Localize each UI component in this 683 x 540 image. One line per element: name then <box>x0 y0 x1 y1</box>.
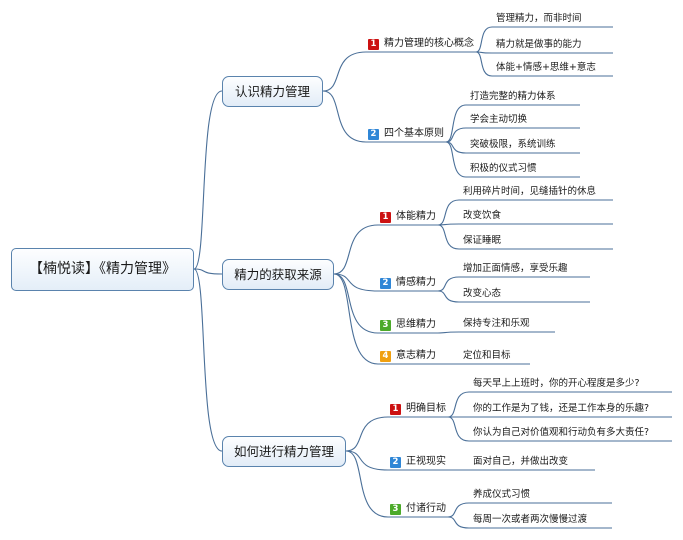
subtopic-label: 意志精力 <box>396 350 436 361</box>
branch-to-subtopic-connector <box>322 90 367 143</box>
root-to-branch-connector <box>193 268 223 275</box>
root-topic: 【楠悦读】《精力管理》 <box>11 248 194 291</box>
priority-number-icon: 1 <box>380 211 391 223</box>
priority-number-icon: 2 <box>380 277 391 289</box>
subtopic: 1 明确目标 <box>390 402 446 416</box>
leaf-topic: 养成仪式习惯 <box>473 489 531 500</box>
subtopic-to-leaf-connector <box>445 127 467 143</box>
subtopic-to-leaf-connector <box>475 26 493 53</box>
leaf-topic: 你认为自己对价值观和行动负有多大责任? <box>473 427 650 438</box>
subtopic-to-leaf-connector <box>437 199 460 226</box>
subtopic-to-leaf-connector <box>475 51 493 77</box>
subtopic-label: 精力管理的核心概念 <box>384 38 474 49</box>
subtopic-to-leaf-connector <box>447 516 470 529</box>
subtopic-to-leaf-connector <box>447 391 470 418</box>
subtopic-label: 情感精力 <box>396 277 436 288</box>
branch-topic-label: 如何进行精力管理 <box>233 444 334 459</box>
leaf-topic: 面对自己，并做出改变 <box>473 456 569 467</box>
leaf-topic: 保证睡眠 <box>463 235 502 246</box>
subtopic: 3 思维精力 <box>380 318 436 332</box>
branch-to-subtopic-connector <box>345 416 389 452</box>
subtopic-label: 思维精力 <box>396 319 436 330</box>
branch-to-subtopic-connector <box>322 51 367 92</box>
subtopic-label: 明确目标 <box>406 403 446 414</box>
subtopic-to-leaf-connector <box>437 331 460 334</box>
subtopic-label: 体能精力 <box>396 211 436 222</box>
leaf-topic: 保持专注和乐观 <box>463 318 530 329</box>
leaf-topic: 每周一次或者两次慢慢过渡 <box>473 514 588 525</box>
leaf-topic: 改变饮食 <box>463 210 502 221</box>
subtopic-to-leaf-connector <box>445 141 467 178</box>
priority-number-icon: 3 <box>390 503 401 515</box>
leaf-topic: 体能+情感+思维+意志 <box>496 62 596 73</box>
priority-number-icon: 3 <box>380 319 391 331</box>
branch-to-subtopic-connector <box>333 273 379 365</box>
subtopic-label: 付诸行动 <box>406 503 446 514</box>
leaf-topic: 利用碎片时间，见缝插针的休息 <box>463 186 597 197</box>
subtopic: 2 情感精力 <box>380 276 436 290</box>
branch-topic: 如何进行精力管理 <box>222 436 346 467</box>
priority-number-icon: 1 <box>390 403 401 415</box>
subtopic-label: 四个基本原则 <box>384 128 444 139</box>
priority-number-icon: 1 <box>368 38 379 50</box>
branch-to-subtopic-connector <box>345 450 389 471</box>
subtopic-label: 正视现实 <box>406 456 446 467</box>
priority-number-icon: 4 <box>380 350 391 362</box>
subtopic-to-leaf-connector <box>447 416 470 442</box>
subtopic-to-leaf-connector <box>437 224 460 250</box>
priority-number-icon: 2 <box>390 456 401 468</box>
subtopic: 2 四个基本原则 <box>368 127 444 141</box>
leaf-topic: 增加正面情感，享受乐趣 <box>463 263 568 274</box>
leaf-topic: 你的工作是为了钱，还是工作本身的乐趣? <box>473 403 650 414</box>
leaf-topic: 积极的仪式习惯 <box>470 163 537 174</box>
leaf-topic: 管理精力，而非时间 <box>496 13 582 24</box>
branch-topic-label: 认识精力管理 <box>234 84 310 99</box>
branch-topic: 认识精力管理 <box>222 76 323 107</box>
leaf-topic: 精力就是做事的能力 <box>496 39 582 50</box>
leaf-topic: 每天早上上班时，你的开心程度是多少? <box>473 378 640 389</box>
priority-number-icon: 2 <box>368 128 379 140</box>
subtopic: 4 意志精力 <box>380 349 436 363</box>
branch-to-subtopic-connector <box>345 450 389 518</box>
subtopic: 2 正视现实 <box>390 455 446 469</box>
branch-to-subtopic-connector <box>333 273 379 334</box>
branch-topic: 精力的获取来源 <box>222 259 334 290</box>
subtopic-to-leaf-connector <box>437 290 460 303</box>
branch-to-subtopic-connector <box>333 273 379 292</box>
branch-to-subtopic-connector <box>333 224 379 275</box>
leaf-topic: 学会主动切换 <box>470 114 528 125</box>
leaf-topic: 改变心态 <box>463 288 502 299</box>
subtopic: 1 精力管理的核心概念 <box>368 37 474 51</box>
subtopic: 3 付诸行动 <box>390 502 446 516</box>
subtopic-to-leaf-connector <box>447 502 470 518</box>
leaf-topic: 打造完整的精力体系 <box>470 91 556 102</box>
subtopic-to-leaf-connector <box>445 104 467 143</box>
subtopic-to-leaf-connector <box>437 276 460 292</box>
root-to-branch-connector <box>193 90 223 270</box>
subtopic: 1 体能精力 <box>380 210 436 224</box>
branch-topic-label: 精力的获取来源 <box>234 267 322 282</box>
root-to-branch-connector <box>193 268 223 452</box>
leaf-topic: 定位和目标 <box>463 350 511 361</box>
root-topic-label: 【楠悦读】《精力管理》 <box>29 261 176 277</box>
leaf-topic: 突破极限，系统训练 <box>470 139 556 150</box>
